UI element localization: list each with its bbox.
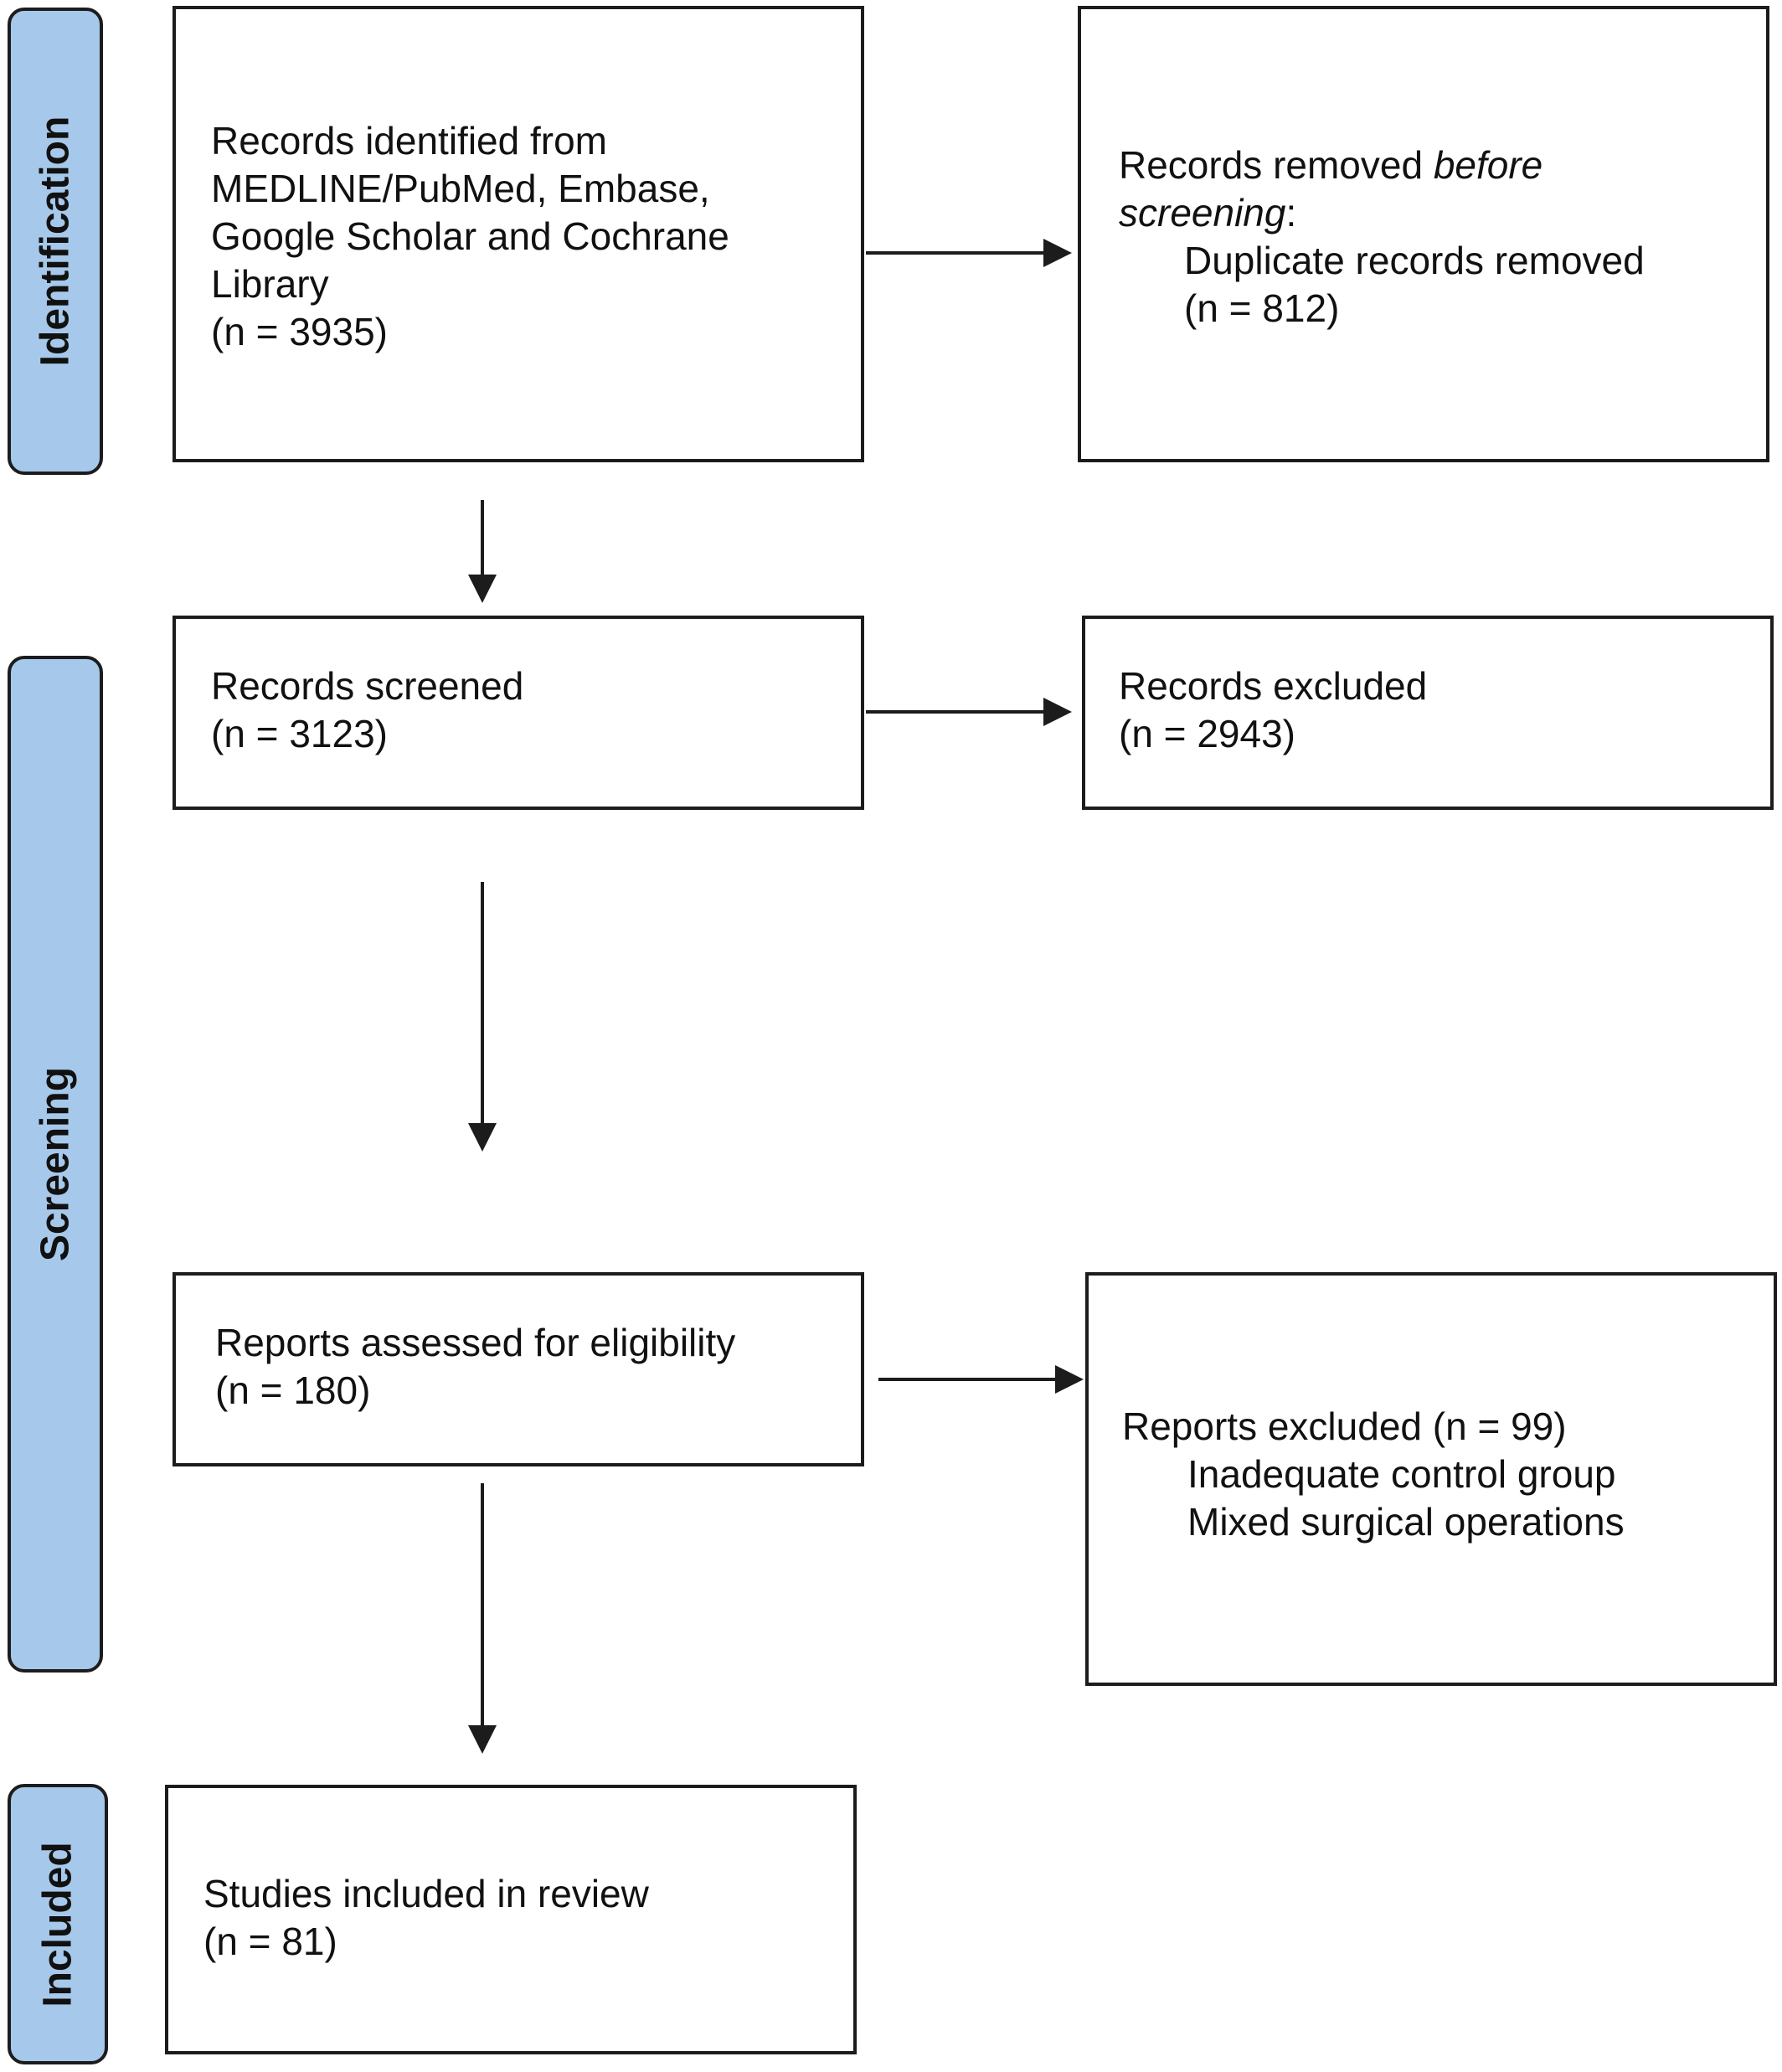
arrowhead-down xyxy=(468,1725,497,1754)
records-identified-line: Records identified from xyxy=(211,119,607,162)
studies-included-count: (n = 81) xyxy=(203,1920,337,1963)
arrowhead-down xyxy=(468,575,497,603)
reports-excluded-label: Reports excluded (n = 99) xyxy=(1122,1405,1567,1448)
reports-excluded-box: Reports excluded (n = 99) Inadequate con… xyxy=(1085,1272,1777,1686)
records-identified-line: Library xyxy=(211,262,329,306)
records-excluded-text: Records excluded (n = 2943) xyxy=(1119,662,1427,758)
records-removed-suffix: : xyxy=(1285,191,1297,235)
records-removed-heading-cont: screening: xyxy=(1119,189,1645,237)
records-removed-item: Duplicate records removed xyxy=(1184,239,1645,282)
arrowhead-right xyxy=(1043,239,1072,267)
records-identified-box: Records identified from MEDLINE/PubMed, … xyxy=(173,6,864,462)
records-excluded-count: (n = 2943) xyxy=(1119,712,1295,755)
records-identified-text: Records identified from MEDLINE/PubMed, … xyxy=(211,117,729,356)
phase-identification: Identification xyxy=(8,8,103,475)
records-removed-box: Records removed before screening: Duplic… xyxy=(1078,6,1769,462)
reports-assessed-box: Reports assessed for eligibility (n = 18… xyxy=(173,1272,864,1466)
studies-included-text: Studies included in review (n = 81) xyxy=(203,1870,649,1966)
records-excluded-label: Records excluded xyxy=(1119,664,1428,708)
records-identified-line: Google Scholar and Cochrane xyxy=(211,214,729,258)
records-removed-prefix: Records removed xyxy=(1119,143,1434,187)
records-identified-line: MEDLINE/PubMed, Embase, xyxy=(211,167,710,210)
phase-included: Included xyxy=(8,1784,108,2064)
studies-included-box: Studies included in review (n = 81) xyxy=(165,1785,857,2054)
records-excluded-box: Records excluded (n = 2943) xyxy=(1082,616,1774,810)
reports-excluded-text: Reports excluded (n = 99) Inadequate con… xyxy=(1122,1403,1625,1546)
records-removed-emphasis: before xyxy=(1433,143,1543,187)
reports-assessed-text: Reports assessed for eligibility (n = 18… xyxy=(215,1319,735,1415)
records-screened-label: Records screened xyxy=(211,664,524,708)
records-removed-heading: Records removed before xyxy=(1119,142,1645,189)
records-removed-emphasis: screening xyxy=(1119,191,1286,235)
records-removed-text: Records removed before screening: Duplic… xyxy=(1119,142,1645,332)
records-screened-count: (n = 3123) xyxy=(211,712,388,755)
arrowhead-down xyxy=(468,1123,497,1152)
reports-assessed-label: Reports assessed for eligibility xyxy=(215,1321,736,1364)
records-identified-count: (n = 3935) xyxy=(211,310,388,353)
records-screened-box: Records screened (n = 3123) xyxy=(173,616,864,810)
arrowhead-right xyxy=(1055,1365,1084,1394)
studies-included-label: Studies included in review xyxy=(203,1872,649,1915)
arrowhead-right xyxy=(1043,698,1072,726)
reports-excluded-reason: Inadequate control group xyxy=(1187,1452,1616,1496)
records-screened-text: Records screened (n = 3123) xyxy=(211,662,523,758)
reports-assessed-count: (n = 180) xyxy=(215,1368,371,1412)
phase-screening: Screening xyxy=(8,656,103,1673)
reports-excluded-reason: Mixed surgical operations xyxy=(1187,1500,1625,1544)
records-removed-count: (n = 812) xyxy=(1184,286,1340,330)
